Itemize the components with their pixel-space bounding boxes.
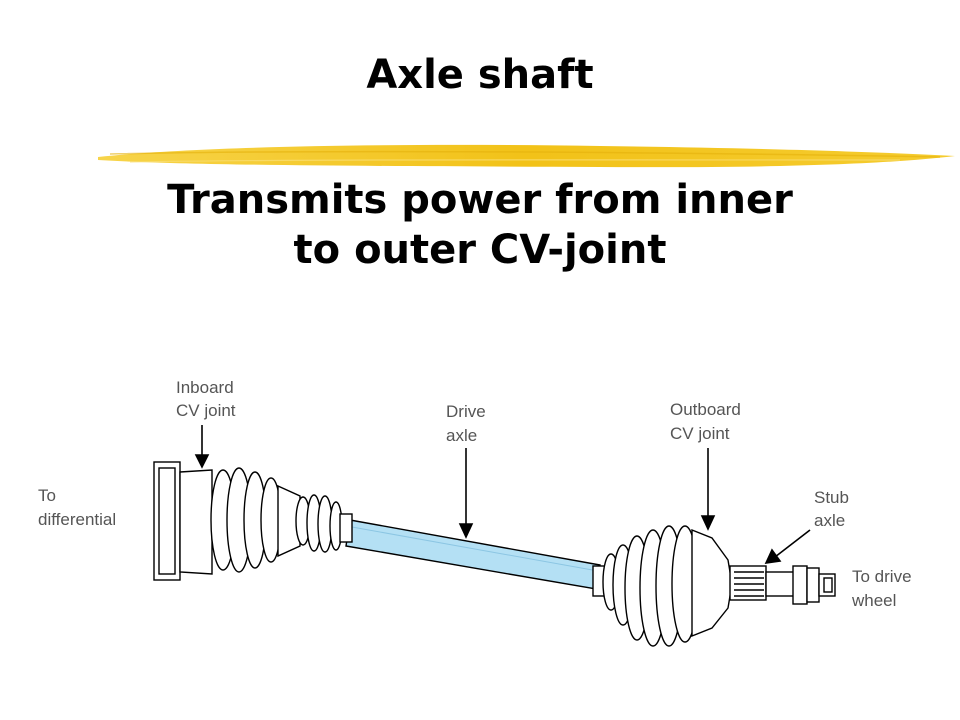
arrow-outboard — [700, 448, 716, 531]
label-differential-line2: differential — [38, 510, 116, 529]
label-outboard-line1: Outboard — [670, 400, 741, 419]
inboard-cv-joint — [153, 461, 353, 581]
label-wheel-line1: To drive — [852, 567, 912, 586]
label-drive-line2: axle — [446, 426, 477, 445]
subtitle-line-2: to outer CV-joint — [293, 227, 667, 273]
drive-axle-shaft — [345, 519, 601, 590]
label-outboard-line2: CV joint — [670, 424, 730, 443]
arrow-stub — [764, 529, 811, 564]
label-drive-line1: Drive — [446, 402, 486, 421]
label-wheel-line2: wheel — [851, 591, 896, 610]
label-stub-line2: axle — [814, 511, 845, 530]
slide-title: Axle shaft — [366, 52, 594, 98]
label-differential-line1: To — [38, 486, 56, 505]
arrow-drive — [458, 448, 474, 539]
stub-axle — [765, 565, 836, 605]
subtitle-line-1: Transmits power from inner — [167, 177, 793, 223]
label-inboard-line2: CV joint — [176, 401, 236, 420]
outboard-cv-joint — [592, 525, 767, 647]
slide-subtitle: Transmits power from inner to outer CV-j… — [80, 175, 880, 275]
arrow-inboard — [194, 425, 210, 469]
label-inboard-line1: Inboard — [176, 378, 234, 397]
label-stub-line1: Stub — [814, 488, 849, 507]
